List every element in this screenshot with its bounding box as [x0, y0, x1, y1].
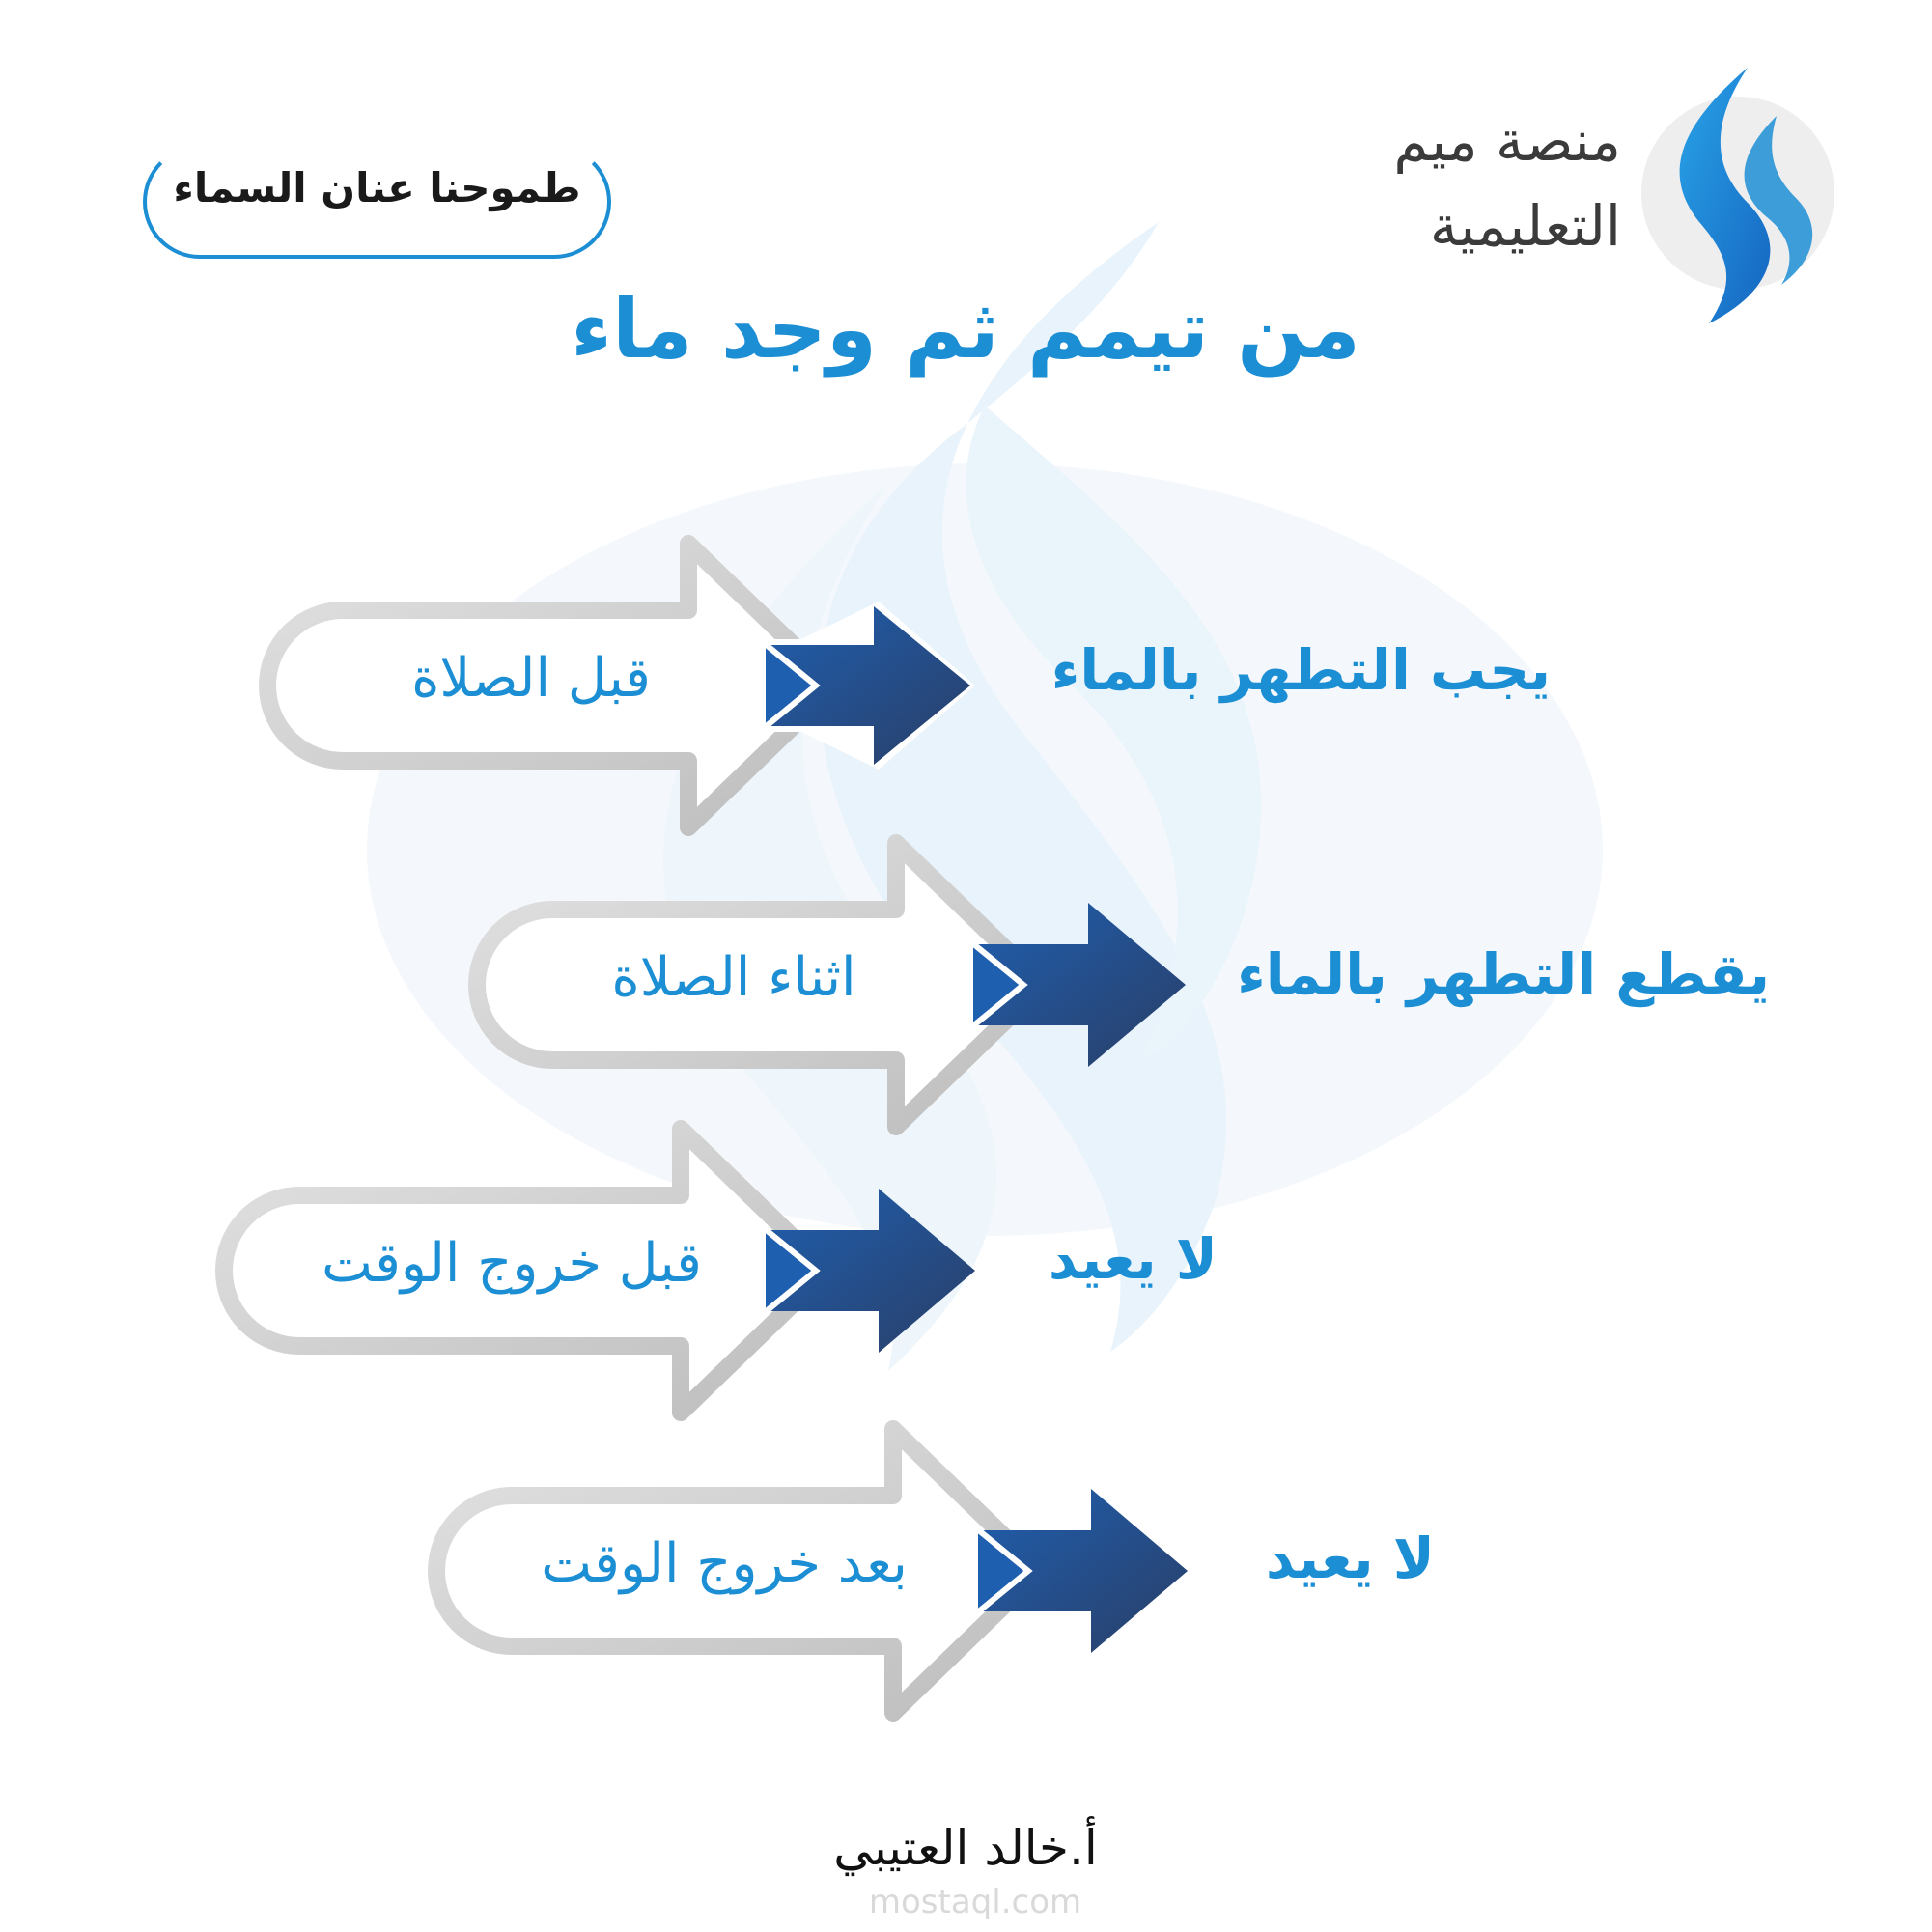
row-1-solid-arrow	[758, 602, 975, 770]
row-2-result: يقطع التطهر بالماء	[1237, 941, 1770, 1007]
row-3-outline-arrow	[215, 1120, 836, 1421]
watermark-text: mostaql.com	[868, 1883, 1082, 1921]
row-4-solid-arrow	[972, 1489, 1188, 1653]
row-4-outline-arrow	[428, 1420, 1049, 1722]
row-4-result: لا يعيد	[1265, 1526, 1435, 1591]
brand-name-line1: منصة ميم	[1393, 108, 1621, 174]
slogan-text: طموحنا عنان السماء	[173, 164, 581, 211]
row-3-condition: قبل خروج الوقت	[322, 1232, 702, 1295]
row-4-condition: بعد خروج الوقت	[541, 1532, 908, 1595]
row-1-result: يجب التطهر بالماء	[1050, 637, 1551, 703]
row-2-condition: اثناء الصلاة	[611, 946, 856, 1009]
page-title: من تيمم ثم وجد ماء	[571, 282, 1360, 377]
meem-logo-icon	[1679, 68, 1813, 323]
row-2-solid-arrow	[967, 903, 1186, 1067]
row-1-outline-arrow	[259, 535, 844, 836]
row-3-solid-arrow	[760, 1189, 975, 1353]
row-1-condition: قبل الصلاة	[411, 647, 651, 710]
row-2-outline-arrow	[468, 834, 1051, 1135]
row-3-result: لا يعيد	[1048, 1226, 1218, 1292]
slogan-frame	[143, 145, 611, 259]
author-name: أ.خالد العتيبي	[833, 1820, 1098, 1876]
brand-name-line2: التعليمية	[1429, 193, 1621, 259]
